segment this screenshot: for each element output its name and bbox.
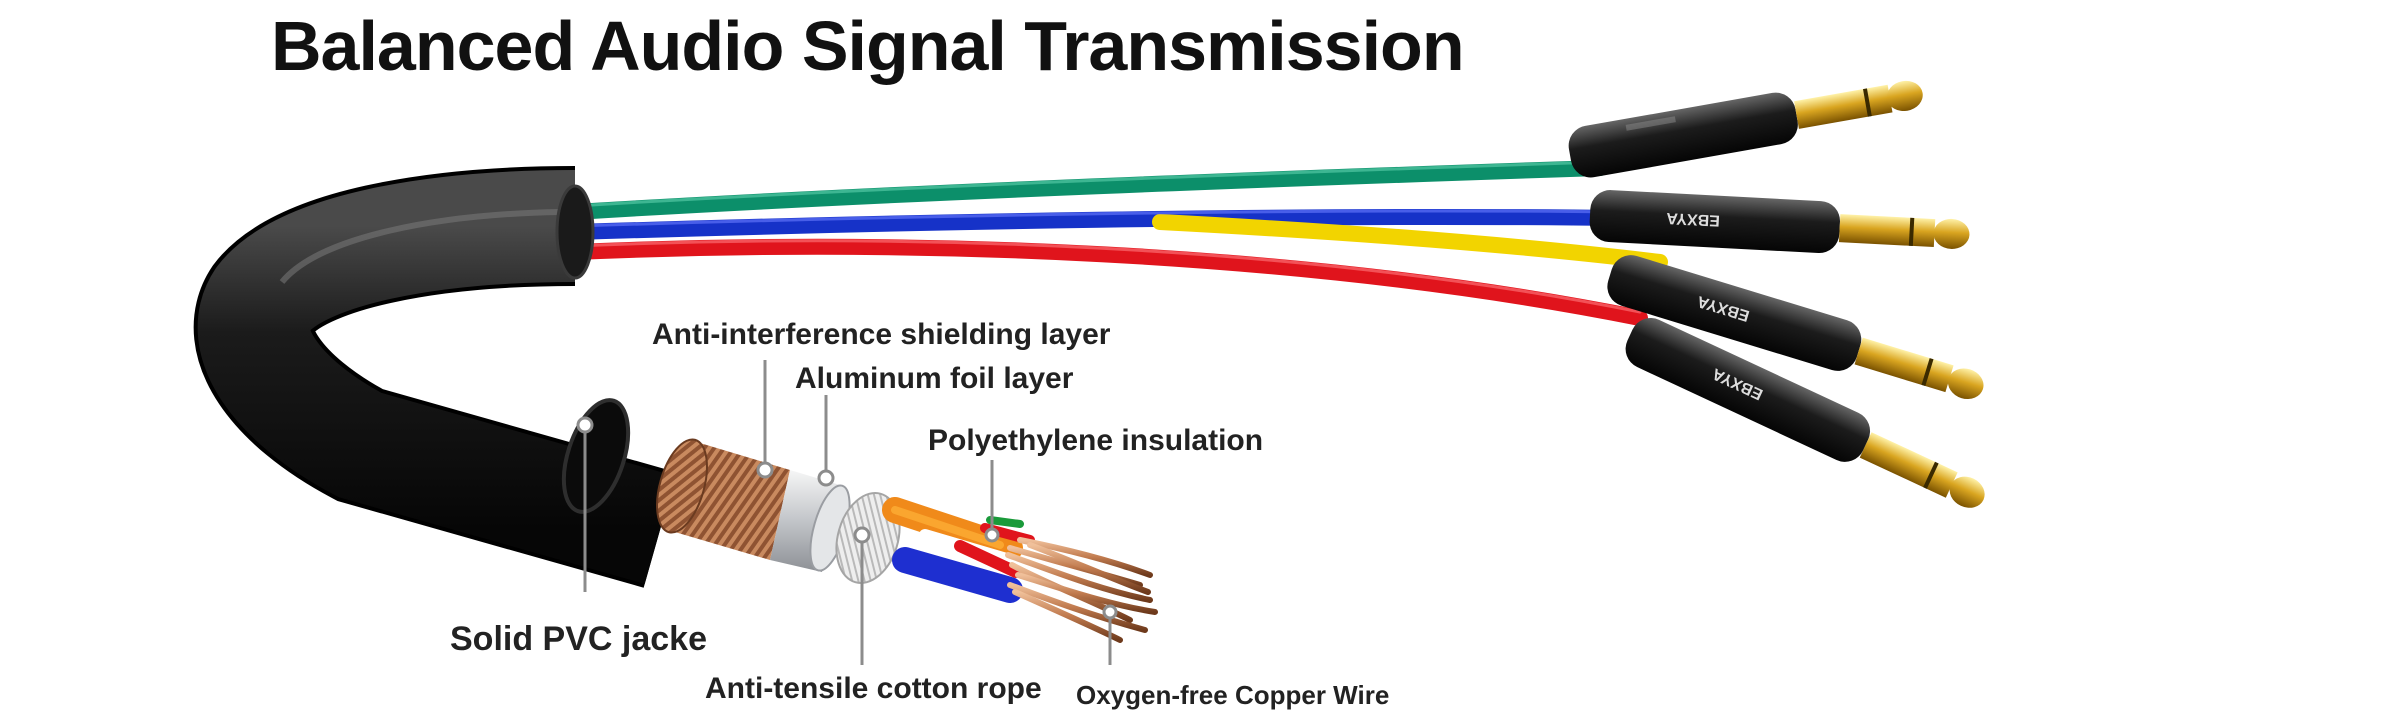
trs-connector-1 bbox=[1568, 80, 1923, 178]
red-wire bbox=[567, 238, 1648, 326]
callout-shielding: Anti-interference shielding layer bbox=[652, 318, 1111, 351]
jacket-end bbox=[555, 184, 595, 280]
pvc-jacket bbox=[193, 166, 677, 588]
trs-connector-2: EBXYA bbox=[1589, 190, 1970, 254]
callout-foil: Aluminum foil layer bbox=[795, 362, 1074, 395]
brand-label-2: EBXYA bbox=[1665, 209, 1720, 229]
aluminum-foil bbox=[770, 470, 851, 572]
callout-insulation: Polyethylene insulation bbox=[928, 424, 1264, 457]
callout-jacket: Solid PVC jacke bbox=[450, 620, 707, 658]
trs-connector-3: EBXYA bbox=[1607, 255, 1984, 400]
leader-dots bbox=[576, 416, 1118, 620]
trs-connector-4: EBXYA bbox=[1625, 318, 1985, 508]
fanout-wires bbox=[567, 160, 1668, 326]
callout-rope: Anti-tensile cotton rope bbox=[705, 672, 1042, 705]
page-title: Balanced Audio Signal Transmission bbox=[271, 7, 1465, 85]
callout-copper: Oxygen-free Copper Wire bbox=[1076, 680, 1390, 710]
green-wire bbox=[567, 160, 1608, 220]
blue-wire bbox=[567, 208, 1628, 240]
copper-strands bbox=[1005, 537, 1158, 643]
braided-shield bbox=[656, 438, 790, 560]
leader-lines bbox=[583, 360, 1112, 665]
yellow-wire bbox=[1152, 214, 1668, 270]
